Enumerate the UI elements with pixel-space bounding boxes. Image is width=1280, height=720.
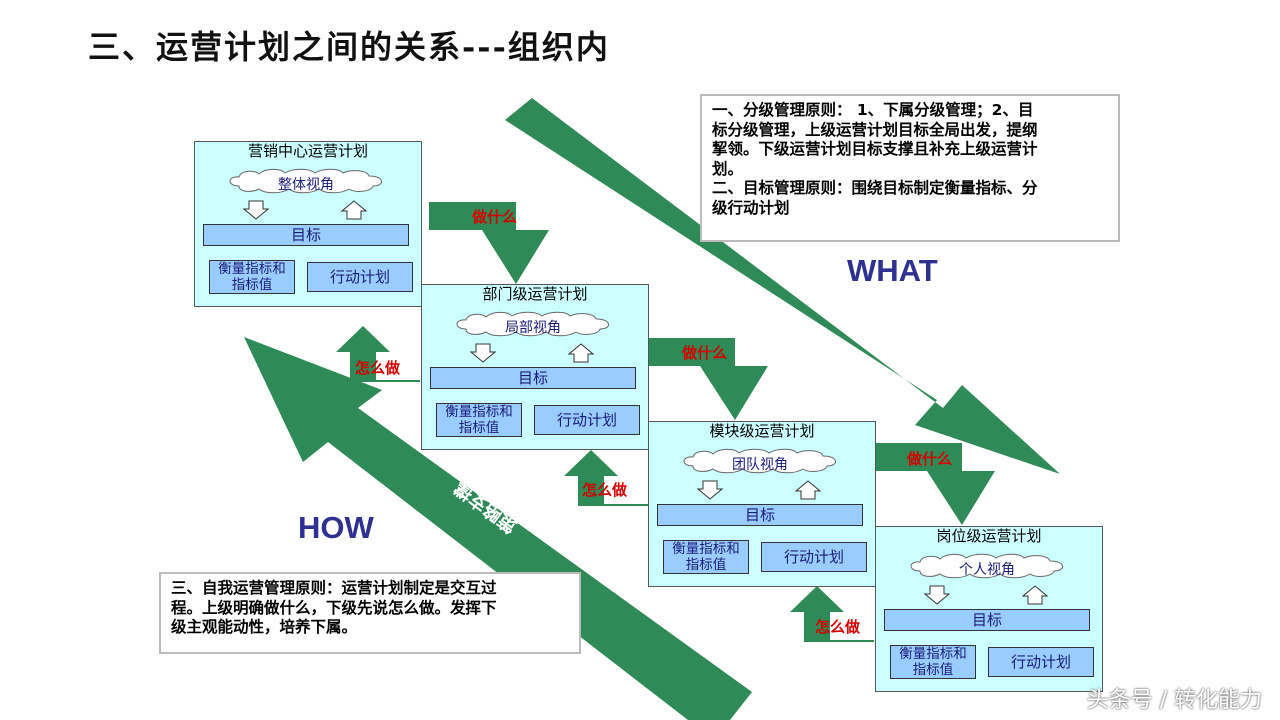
plan-box: 营销中心运营计划整体视角目标衡量指标和指标值行动计划	[194, 141, 422, 307]
view-label: 局部视角	[505, 320, 561, 336]
goal-bar: 目标	[430, 367, 636, 389]
metrics-line: 指标值	[685, 557, 727, 573]
metrics-line: 衡量指标和	[445, 404, 513, 420]
action-plan-box: 行动计划	[307, 262, 413, 292]
down-arrow-icon	[696, 480, 724, 500]
what-label-2: 做什么	[682, 344, 728, 362]
note-line: 三、自我运营管理原则：运营计划制定是交互过	[171, 579, 497, 597]
up-arrow-icon	[794, 480, 822, 500]
what-label-3: 做什么	[907, 450, 953, 468]
plan-title: 营销中心运营计划	[247, 142, 368, 160]
metrics-line: 衡量指标和	[899, 646, 967, 662]
plan-box: 部门级运营计划局部视角目标衡量指标和指标值行动计划	[421, 284, 649, 450]
strategy-support-arrow	[244, 337, 752, 720]
how-principle-note: 三、自我运营管理原则：运营计划制定是交互过 程。上级明确做什么，下级先说怎么做。…	[159, 572, 581, 654]
note-line: 程。上级明确做什么，下级先说怎么做。发挥下	[171, 598, 497, 617]
metrics-line: 衡量指标和	[672, 541, 740, 557]
plan-box: 模块级运营计划团队视角目标衡量指标和指标值行动计划	[648, 421, 876, 587]
note-line: 二、目标管理原则：围绕目标制定衡量指标、分	[712, 179, 1038, 197]
how-label: HOW	[298, 510, 374, 545]
note-line: 级主观能动性，培养下属。	[171, 618, 358, 636]
plan-title: 部门级运营计划	[482, 285, 588, 303]
action-plan-box: 行动计划	[761, 542, 867, 572]
how-label-1: 怎么做	[355, 359, 401, 377]
view-label: 团队视角	[732, 457, 788, 473]
metrics-line: 指标值	[458, 420, 500, 436]
note-line: 挈领。下级运营计划目标支撑且补充上级运营计	[712, 140, 1038, 158]
plan-box: 岗位级运营计划个人视角目标衡量指标和指标值行动计划	[875, 526, 1103, 692]
down-arrow-icon	[469, 343, 497, 363]
down-arrow-icon	[242, 200, 270, 220]
up-arrow-icon	[1021, 585, 1049, 605]
up-arrow-icon	[567, 343, 595, 363]
strategy-guidance-arrow	[505, 98, 1060, 474]
up-arrow-icon	[340, 200, 368, 220]
metrics-box: 衡量指标和指标值	[890, 645, 976, 679]
how-arrow-2	[564, 450, 648, 506]
slide-title: 三、运营计划之间的关系---组织内	[88, 28, 610, 66]
metrics-box: 衡量指标和指标值	[663, 540, 749, 574]
view-label: 个人视角	[959, 562, 1015, 578]
view-label: 整体视角	[278, 177, 334, 193]
plan-title: 岗位级运营计划	[936, 527, 1042, 545]
what-arrow-3	[874, 443, 995, 525]
what-principles-note: 一、分级管理原则： 1、下属分级管理；2、目 标分级管理，上级运营计划目标全局出…	[700, 94, 1120, 242]
view-cloud: 个人视角	[906, 553, 1068, 579]
view-cloud: 整体视角	[225, 168, 387, 194]
action-plan-box: 行动计划	[534, 405, 640, 435]
action-plan-box: 行动计划	[988, 647, 1094, 677]
down-arrow-icon	[923, 585, 951, 605]
what-label-1: 做什么	[472, 208, 518, 226]
note-line: 标分级管理，上级运营计划目标全局出发，提纲	[712, 120, 1038, 139]
metrics-box: 衡量指标和指标值	[436, 403, 522, 437]
plan-title: 模块级运营计划	[709, 422, 815, 440]
how-arrow-1b	[350, 352, 420, 382]
watermark: 头条号 / 转化能力	[1086, 688, 1262, 713]
view-cloud: 团队视角	[679, 448, 841, 474]
goal-bar: 目标	[884, 609, 1090, 631]
metrics-box: 衡量指标和指标值	[209, 260, 295, 294]
goal-bar: 目标	[203, 224, 409, 246]
note-line: 一、分级管理原则： 1、下属分级管理；2、目	[712, 101, 1034, 119]
what-arrow-2	[648, 338, 768, 420]
note-line: 级行动计划	[712, 198, 790, 217]
metrics-line: 指标值	[912, 662, 954, 678]
what-label: WHAT	[847, 253, 938, 288]
metrics-line: 指标值	[231, 277, 273, 293]
view-cloud: 局部视角	[452, 311, 614, 337]
how-label-3: 怎么做	[815, 618, 861, 636]
note-line: 划。	[712, 159, 744, 178]
what-arrow-1	[429, 202, 549, 284]
metrics-line: 衡量指标和	[218, 261, 286, 277]
how-label-2: 怎么做	[582, 481, 628, 499]
how-arrow-3	[790, 586, 874, 642]
goal-bar: 目标	[657, 504, 863, 526]
